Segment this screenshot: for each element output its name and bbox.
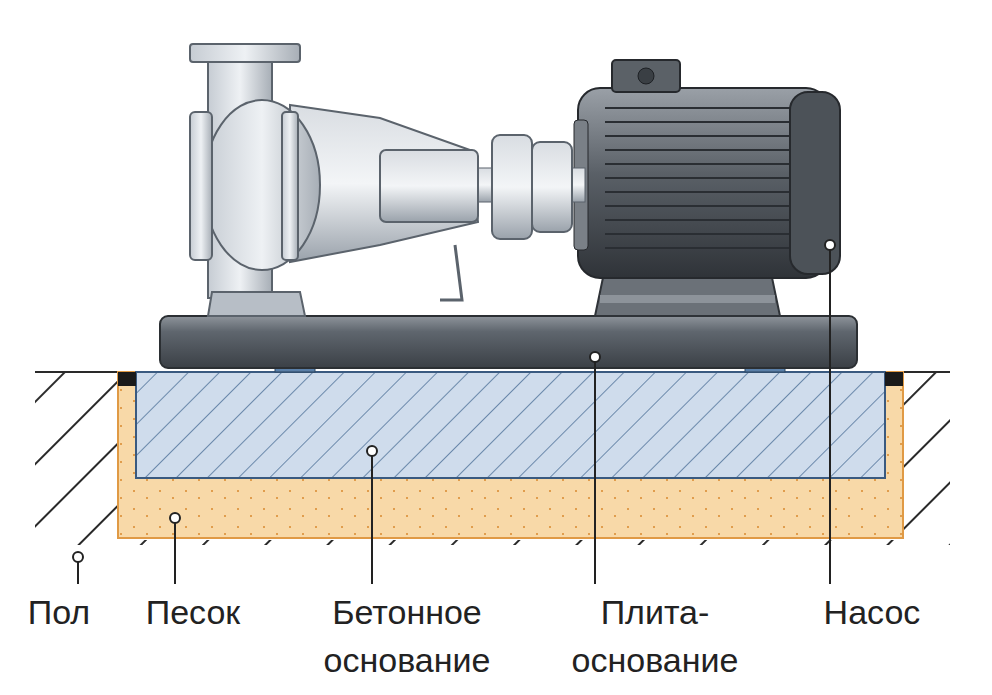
coupling-half bbox=[532, 142, 572, 232]
corner-pad bbox=[885, 372, 903, 386]
motor-foot-rib bbox=[600, 295, 775, 303]
motor-fan-cover bbox=[790, 92, 840, 274]
leader-lines bbox=[73, 240, 835, 584]
concrete-label: Бетонное основание bbox=[287, 588, 527, 684]
pump-foot bbox=[208, 292, 305, 316]
bearing-housing bbox=[380, 150, 478, 222]
floor-edge bbox=[903, 371, 950, 373]
coupling-half bbox=[492, 135, 532, 239]
pump-label: Насос bbox=[802, 588, 942, 636]
sand-layer bbox=[118, 372, 903, 538]
floor-cut bbox=[0, 545, 992, 575]
terminal-gland bbox=[638, 68, 654, 84]
volute-casing bbox=[204, 100, 320, 270]
suction-flange bbox=[190, 112, 212, 260]
corner-pad bbox=[118, 372, 136, 386]
casing-cover bbox=[282, 112, 298, 260]
floor bbox=[35, 372, 950, 566]
floor-edge bbox=[35, 371, 118, 373]
drain-pipe bbox=[440, 245, 462, 300]
plate-label: Плита-основание bbox=[550, 588, 760, 684]
base-plate bbox=[160, 316, 857, 368]
motor-fins bbox=[605, 108, 790, 248]
floor-label: Пол bbox=[4, 588, 114, 636]
terminal-box bbox=[612, 60, 680, 92]
discharge-flange bbox=[190, 44, 300, 62]
concrete-base bbox=[136, 372, 885, 478]
sand-label: Песок bbox=[118, 588, 268, 636]
